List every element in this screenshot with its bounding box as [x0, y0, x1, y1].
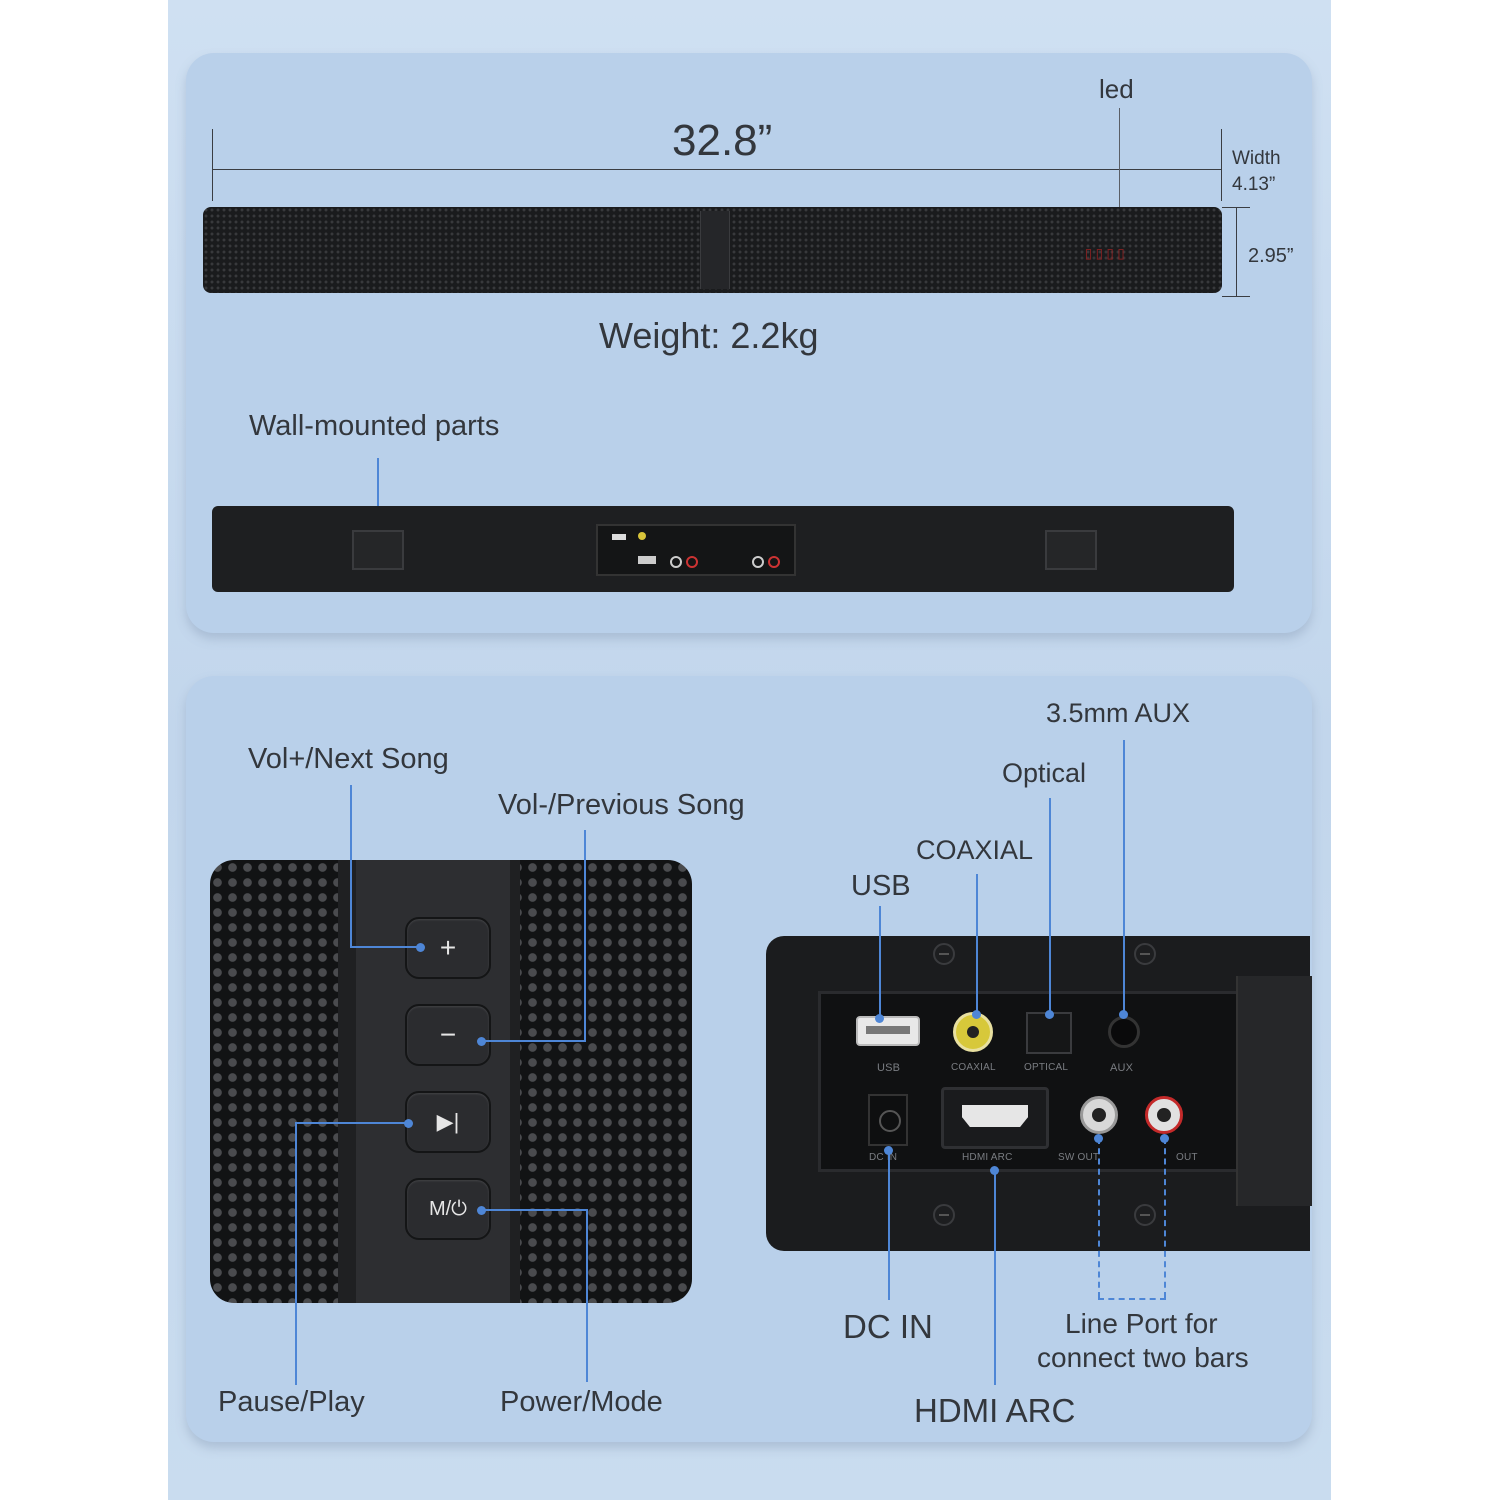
optical-label: Optical [1002, 758, 1087, 788]
dc-in-leader [888, 1150, 890, 1300]
width-label: Width [1232, 148, 1281, 169]
pause-play-leader-h [295, 1122, 408, 1124]
vol-up-leader-v [350, 785, 352, 948]
vol-down-leader-v [584, 830, 586, 1042]
dc-in-port[interactable] [868, 1094, 908, 1146]
play-pause-icon: ▶| [436, 1109, 460, 1134]
vol-up-leader-dot [416, 943, 425, 952]
play-pause-button[interactable]: ▶| [405, 1091, 491, 1153]
coaxial-print: COAXIAL [951, 1062, 996, 1073]
aux-label: 3.5mm AUX [1046, 698, 1191, 728]
length-label: 32.8” [672, 116, 773, 165]
optical-print: OPTICAL [1024, 1062, 1069, 1073]
hdmi-arc-label: HDMI ARC [914, 1392, 1076, 1429]
wall-mount-bracket-right [1045, 530, 1097, 570]
aux-port[interactable] [1108, 1016, 1140, 1048]
minus-icon: − [439, 1019, 457, 1050]
power-mode-icon: M/⏻ [428, 1197, 468, 1220]
line-port-dot-right [1160, 1134, 1169, 1143]
wall-mount-bracket-left [352, 530, 404, 570]
back-port-panel [596, 524, 796, 576]
screw-icon [1134, 1204, 1156, 1226]
vol-up-label: Vol+/Next Song [248, 743, 449, 775]
screw-icon [933, 943, 955, 965]
usb-print: USB [877, 1062, 901, 1074]
pause-play-leader-v [295, 1123, 297, 1385]
dc-in-leader-dot [884, 1146, 893, 1155]
line-port-bracket-left [1098, 1138, 1100, 1298]
length-tick-left [212, 129, 213, 201]
hdmi-arc-port[interactable] [941, 1087, 1049, 1149]
led-label: led [1099, 74, 1134, 104]
length-dimension-line [212, 169, 1221, 170]
line-port-bracket-bottom [1098, 1298, 1166, 1300]
aux-leader-dot [1119, 1010, 1128, 1019]
vol-down-leader-dot [477, 1037, 486, 1046]
pause-play-leader-dot [404, 1119, 413, 1128]
aux-leader [1123, 740, 1125, 1014]
sw-out-print: SW OUT [1058, 1152, 1100, 1163]
aux-print: AUX [1110, 1062, 1134, 1074]
power-mode-button[interactable]: M/⏻ [405, 1178, 491, 1240]
coaxial-leader-dot [972, 1010, 981, 1019]
soundbar-back [212, 506, 1234, 592]
soundbar-front: ▯▯▯▯ [203, 207, 1222, 293]
vol-up-leader-h [350, 946, 420, 948]
wall-mount-label: Wall-mounted parts [249, 410, 500, 442]
usb-leader [879, 906, 881, 1018]
dc-print: DC IN [869, 1152, 898, 1163]
line-port-label: Line Port for [1065, 1308, 1218, 1339]
power-mode-leader-dot [477, 1206, 486, 1215]
width-value: 4.13” [1232, 174, 1276, 195]
screw-icon [933, 1204, 955, 1226]
out-print: OUT [1176, 1152, 1198, 1163]
volume-up-button[interactable]: + [405, 917, 491, 979]
power-mode-label: Power/Mode [500, 1386, 663, 1418]
line-port-dot-left [1094, 1134, 1103, 1143]
wall-mount-pointer [377, 458, 379, 530]
led-pointer-line [1119, 108, 1120, 258]
optical-leader [1049, 798, 1051, 1014]
coaxial-label: COAXIAL [916, 835, 1034, 865]
led-display: ▯▯▯▯ [1083, 243, 1127, 264]
hdmi-arc-leader [994, 1170, 996, 1385]
coaxial-leader [976, 874, 978, 1014]
usb-leader-dot [875, 1014, 884, 1023]
weight-label: Weight: 2.2kg [599, 315, 819, 356]
usb-label: USB [851, 870, 911, 902]
line-out-port[interactable] [1145, 1096, 1183, 1134]
front-center-buttons [700, 211, 730, 289]
hdmi-print: HDMI ARC [962, 1152, 1013, 1163]
hdmi-arc-leader-dot [990, 1166, 999, 1175]
usb-port[interactable] [856, 1016, 920, 1046]
power-mode-leader-v [586, 1210, 588, 1382]
volume-down-button[interactable]: − [405, 1004, 491, 1066]
plus-icon: + [439, 932, 457, 963]
line-port-bracket-right [1164, 1138, 1166, 1298]
screw-icon [1134, 943, 1156, 965]
port-panel-side [1236, 976, 1312, 1206]
height-line [1236, 207, 1237, 297]
dc-in-label: DC IN [843, 1308, 933, 1345]
line-port-label-2: connect two bars [1037, 1342, 1249, 1373]
length-tick-right [1221, 129, 1222, 201]
sw-out-port[interactable] [1080, 1096, 1118, 1134]
power-mode-leader-h [482, 1209, 588, 1211]
height-label: 2.95” [1248, 245, 1294, 267]
vol-down-label: Vol-/Previous Song [498, 789, 745, 821]
pause-play-label: Pause/Play [218, 1386, 365, 1418]
vol-down-leader-h [482, 1040, 586, 1042]
optical-leader-dot [1045, 1010, 1054, 1019]
